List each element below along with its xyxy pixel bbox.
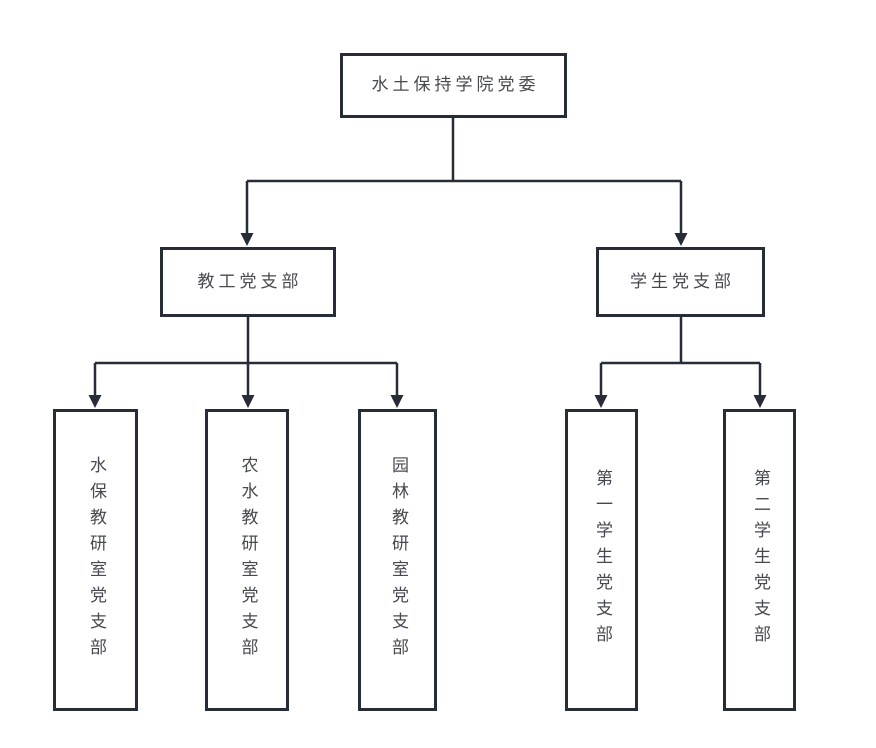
node-root-party-committee: 水土保持学院党委 [340,53,567,118]
node-student-party-branch: 学生党支部 [596,247,765,317]
arrowhead-b2 [390,395,404,408]
arrowhead-b4 [753,395,767,408]
node-label: 教工党支部 [197,271,303,292]
node-branch-first-student: 第一学生党支部 [565,409,638,711]
node-label: 第一学生党支部 [592,469,612,651]
arrowhead-b3 [594,395,608,408]
node-label: 学生党支部 [630,271,735,292]
arrowhead-student [674,233,688,246]
edge-faculty-to-children [88,317,404,408]
node-branch-soil-conservation-teaching-office: 水保教研室党支部 [53,409,138,711]
edge-student-to-children [594,317,767,408]
node-branch-agricultural-water-teaching-office: 农水教研室党支部 [205,409,289,711]
node-faculty-party-branch: 教工党支部 [160,247,336,317]
arrowhead-b0 [88,395,102,408]
node-label: 农水教研室党支部 [237,456,258,664]
node-branch-second-student: 第二学生党支部 [723,409,796,711]
node-label: 水保教研室党支部 [86,456,106,664]
arrowhead-b1 [241,395,255,408]
node-branch-landscape-teaching-office: 园林教研室党支部 [358,409,437,711]
arrowhead-faculty [240,233,254,246]
node-label: 水土保持学院党委 [371,75,540,96]
node-label: 第二学生党支部 [750,469,770,651]
edge-root-to-children [240,118,688,246]
node-label: 园林教研室党支部 [388,456,408,664]
